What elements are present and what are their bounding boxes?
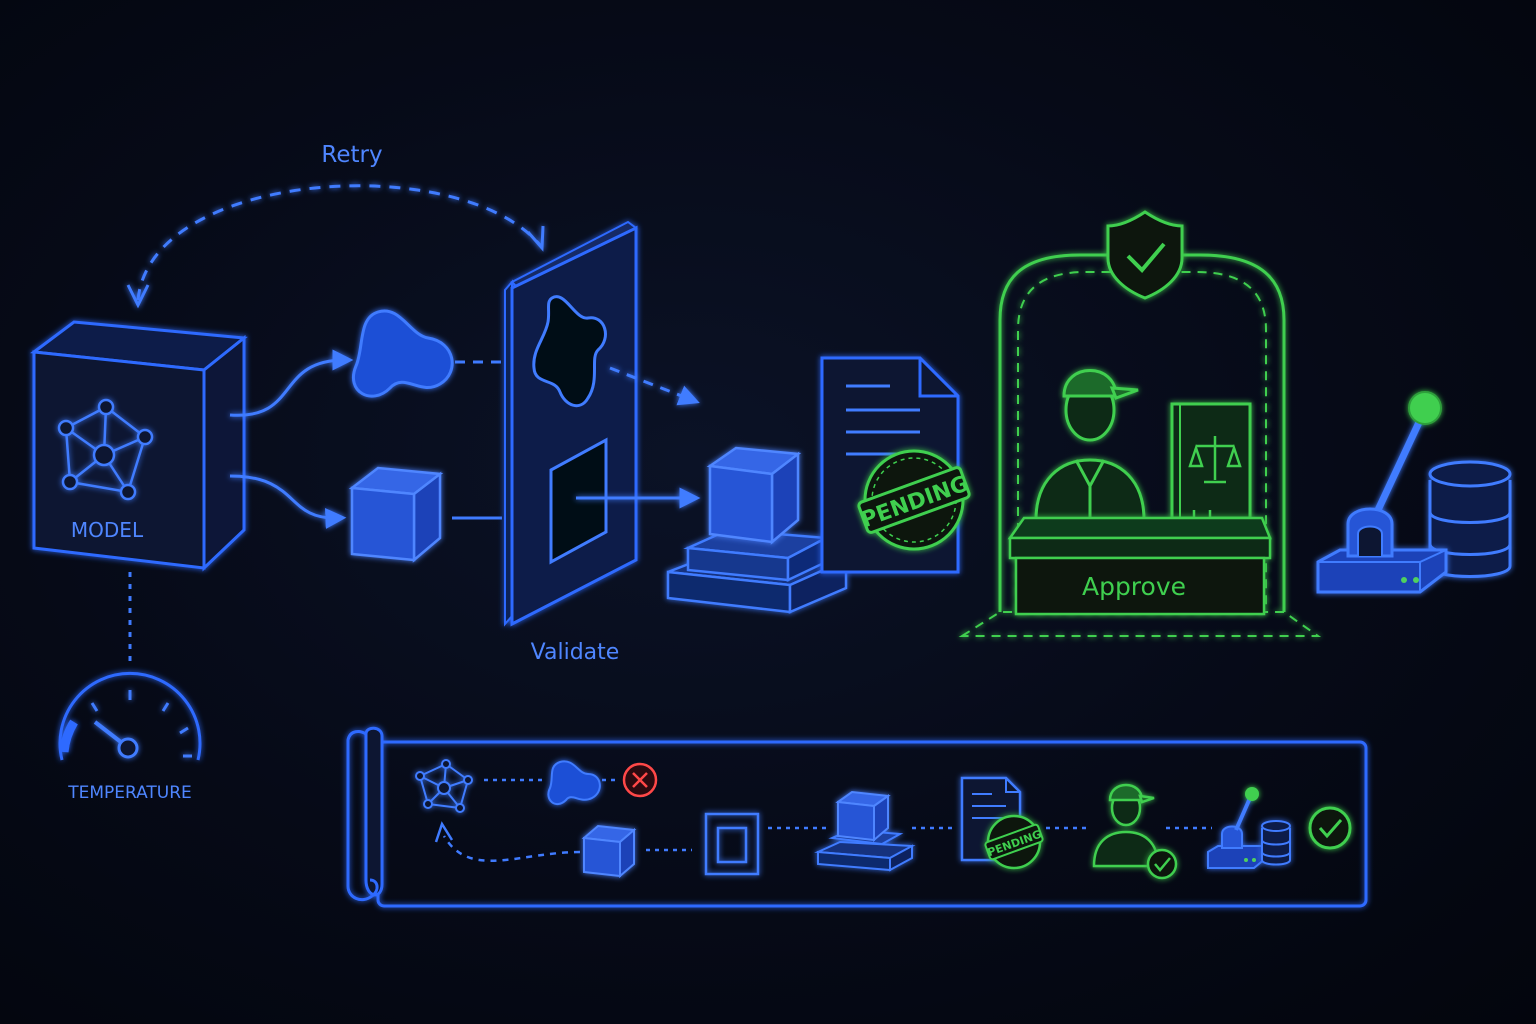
gauge-icon [58, 671, 202, 761]
mini-lever-icon [1207, 787, 1267, 869]
cube-icon [706, 446, 802, 545]
mini-check-circle-icon [1146, 848, 1178, 880]
pending-stamp-icon: PENDING [857, 449, 972, 551]
check-circle-icon [1308, 806, 1352, 850]
model-box [30, 320, 248, 572]
mini-person-icon [1092, 783, 1160, 868]
cube-icon [348, 466, 444, 563]
mini-retry-arrowhead [434, 821, 454, 843]
error-circle-icon [622, 762, 658, 798]
mini-cube-icon [581, 824, 637, 879]
shield-check-icon [1106, 210, 1184, 300]
network-node-icon [57, 398, 154, 501]
model-output-connectors [229, 349, 354, 529]
model-label: MODEL [71, 518, 144, 542]
mini-network-node-icon [415, 759, 473, 813]
mini-filter-icon [704, 812, 760, 876]
lever-icon [1316, 391, 1448, 594]
mini-pending-stamp-icon: PENDING [984, 814, 1044, 870]
validate-filter-panel [504, 220, 638, 627]
scroll-icon [346, 726, 1368, 908]
law-book-icon [1170, 402, 1252, 532]
mini-retry-arrow [442, 835, 581, 862]
mini-database-icon [1261, 820, 1291, 866]
retry-label: Retry [321, 142, 382, 168]
blob-shape-icon [352, 309, 454, 398]
mini-blob-shape-icon [547, 760, 601, 806]
approval-desk [1007, 516, 1272, 616]
retry-loop-arrow [126, 184, 545, 309]
approve-label: Approve [1082, 572, 1186, 601]
cube-pedestal [666, 528, 848, 614]
person-icon [1034, 369, 1146, 522]
database-icon [1428, 460, 1512, 578]
validate-label: Validate [531, 640, 620, 665]
filter-output-arrows [576, 366, 701, 509]
temperature-label: TEMPERATURE [67, 783, 192, 803]
mini-cube-pedestal [814, 790, 916, 872]
